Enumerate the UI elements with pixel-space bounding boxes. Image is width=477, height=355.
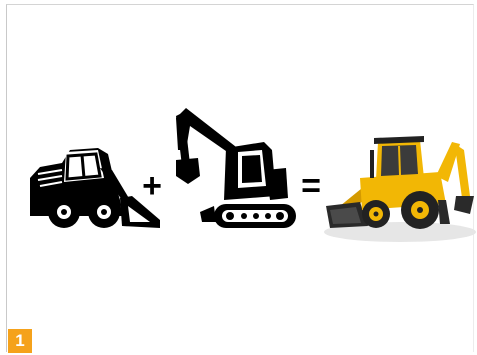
skid-steer-loader-icon bbox=[30, 148, 160, 228]
plus-sign: + bbox=[142, 167, 162, 205]
backhoe-loader-photo bbox=[324, 136, 476, 242]
equals-sign: = bbox=[301, 167, 321, 205]
figure-number-badge: 1 bbox=[8, 329, 32, 353]
mini-excavator-icon bbox=[176, 108, 296, 228]
